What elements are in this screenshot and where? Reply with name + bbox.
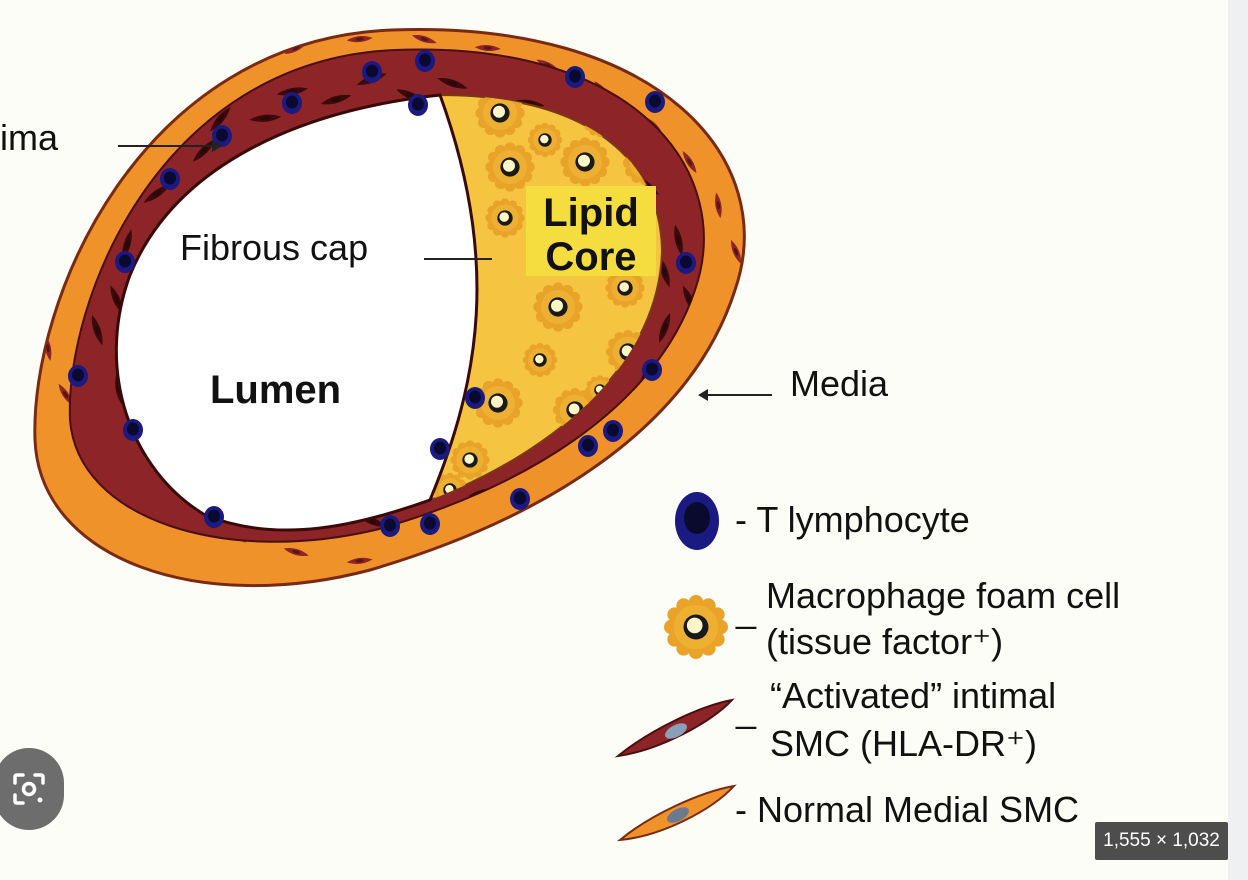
- smc-cell: [437, 77, 468, 89]
- lymphocyte-cell: [578, 435, 598, 457]
- smc-cell: [91, 314, 103, 346]
- smc-cell: [411, 34, 437, 44]
- lymphocyte-cell: [204, 506, 224, 528]
- activated-smc-icon: [614, 698, 735, 758]
- legend-t-lymphocyte: - T lymphocyte: [735, 499, 970, 540]
- smc-cell: [685, 425, 695, 451]
- foam-cell: [527, 122, 563, 158]
- lymphocyte-cell: [510, 488, 530, 510]
- lymphocyte-cell: [420, 513, 440, 535]
- foam-cell: [485, 198, 525, 238]
- smc-cell: [346, 36, 373, 43]
- legend: - T lymphocyte _ Macrophage foam cell (t…: [614, 492, 1120, 842]
- smc-cell: [143, 184, 171, 203]
- smc-cell: [38, 287, 46, 313]
- right-edge-panel: [1228, 0, 1248, 880]
- lens-button[interactable]: [0, 748, 64, 830]
- smc-cell: [44, 238, 51, 265]
- legend-foam-dash: _: [735, 589, 757, 630]
- lymphocyte-cell: [123, 419, 143, 441]
- smc-cell: [715, 192, 722, 219]
- legend-activated-dash: _: [735, 689, 757, 730]
- lymphocyte-cell: [362, 61, 382, 83]
- macrophage-foam-cell-icon: [664, 595, 728, 659]
- lymphocyte-cell: [415, 50, 435, 72]
- intima-label: Intima: [0, 117, 59, 158]
- lymphocyte-cell: [603, 420, 623, 442]
- foam-cell: [533, 282, 583, 332]
- foam-cell: [664, 595, 728, 659]
- lymphocyte-cell: [160, 168, 180, 190]
- lymphocyte-cell: [676, 252, 696, 274]
- media-label: Media: [790, 363, 889, 404]
- lymphocyte-cell: [115, 251, 135, 273]
- smc-cell: [284, 41, 308, 55]
- foam-cell: [522, 342, 558, 378]
- lymphocyte-group: [68, 50, 696, 537]
- lymphocyte-cell: [408, 94, 428, 116]
- lens-icon: [13, 773, 45, 805]
- foam-cell: [485, 142, 535, 192]
- lymphocyte-cell: [212, 125, 232, 147]
- foam-cell: [605, 268, 645, 308]
- smc-cell: [674, 224, 683, 256]
- lipid-core-label-line2: Core: [545, 235, 636, 279]
- smc-cell: [659, 312, 671, 343]
- lymphocyte-cell: [465, 387, 485, 409]
- smc-cell: [85, 152, 104, 172]
- lymphocyte-cell: [645, 91, 665, 113]
- lymphocyte-cell: [68, 365, 88, 387]
- smc-cell: [682, 151, 697, 174]
- smc-cell: [732, 335, 740, 361]
- lumen-label: Lumen: [210, 368, 341, 412]
- vessel-wall: [33, 28, 746, 588]
- smc-cell: [60, 193, 71, 218]
- smc-cell: [411, 557, 438, 565]
- smc-cell: [591, 503, 615, 515]
- smc-cell: [641, 466, 660, 487]
- t-lymphocyte-icon: [675, 492, 719, 550]
- legend-normal-smc: - Normal Medial SMC: [735, 789, 1079, 830]
- smc-cell: [170, 83, 192, 99]
- smc-cell: [738, 287, 745, 313]
- smc-cell: [210, 106, 231, 132]
- lymphocyte-cell: [380, 515, 400, 537]
- lymphocyte-cell: [565, 66, 585, 88]
- smc-cell: [192, 139, 216, 162]
- smc-cell: [283, 548, 309, 556]
- lymphocyte-cell: [430, 438, 450, 460]
- smc-cell: [249, 114, 282, 122]
- lymphocyte-cell: [642, 359, 662, 381]
- smc-cell: [731, 239, 742, 264]
- legend-macrophage-line1: Macrophage foam cell: [766, 575, 1120, 616]
- normal-smc-icon: [616, 784, 737, 842]
- lymphocyte-cell: [282, 92, 302, 114]
- smc-cell: [126, 112, 140, 135]
- media-arrowhead: [698, 389, 708, 401]
- smc-cell: [474, 44, 501, 52]
- foam-cell: [560, 137, 610, 187]
- smc-cell: [537, 526, 559, 543]
- intima-arrowhead: [212, 140, 222, 152]
- lipid-core-label-bg: [526, 186, 656, 276]
- lipid-core-label-line1: Lipid: [543, 191, 639, 235]
- smc-cell: [346, 557, 373, 565]
- fibrous-cap-label: Fibrous cap: [180, 227, 368, 268]
- image-size-badge: 1,555 × 1,032: [1095, 822, 1228, 860]
- foam-cell: [450, 440, 490, 480]
- smc-cell: [475, 548, 501, 556]
- legend-macrophage-line2: (tissue factor⁺): [766, 621, 1003, 662]
- smc-cell: [320, 94, 352, 105]
- legend-activated-line1: “Activated” intimal: [770, 675, 1056, 716]
- legend-activated-line2: SMC (HLA-DR⁺): [770, 723, 1037, 764]
